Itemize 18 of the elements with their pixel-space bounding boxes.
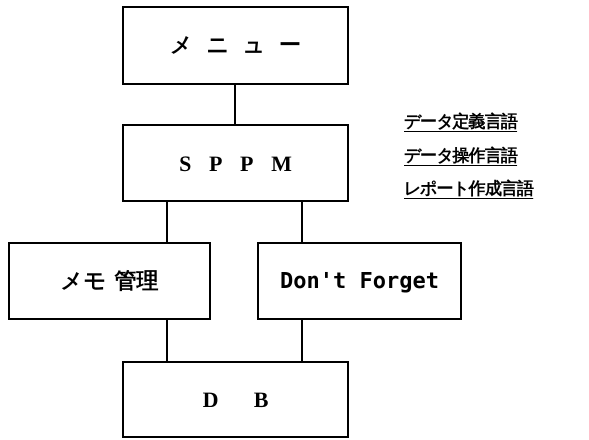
process-box: [122, 6, 349, 85]
box-label: Don't Forget: [280, 268, 439, 296]
process-box: [122, 124, 349, 202]
process-box: [8, 242, 211, 320]
connector-line: [166, 202, 168, 242]
box-label: メニュー: [169, 32, 314, 60]
box-label: DB: [202, 386, 304, 414]
connector-line: [234, 85, 236, 124]
box-label: メモ 管理: [60, 268, 158, 296]
connector-line: [301, 202, 303, 242]
connector-line: [301, 320, 303, 361]
language-label: データ操作言語: [404, 144, 519, 168]
connector-line: [166, 320, 168, 361]
box-label: SPPM: [178, 150, 310, 178]
language-label: データ定義言語: [404, 111, 519, 134]
process-box: [122, 361, 349, 438]
language-label: レポート作成言語: [404, 178, 534, 201]
process-box: [257, 242, 462, 320]
